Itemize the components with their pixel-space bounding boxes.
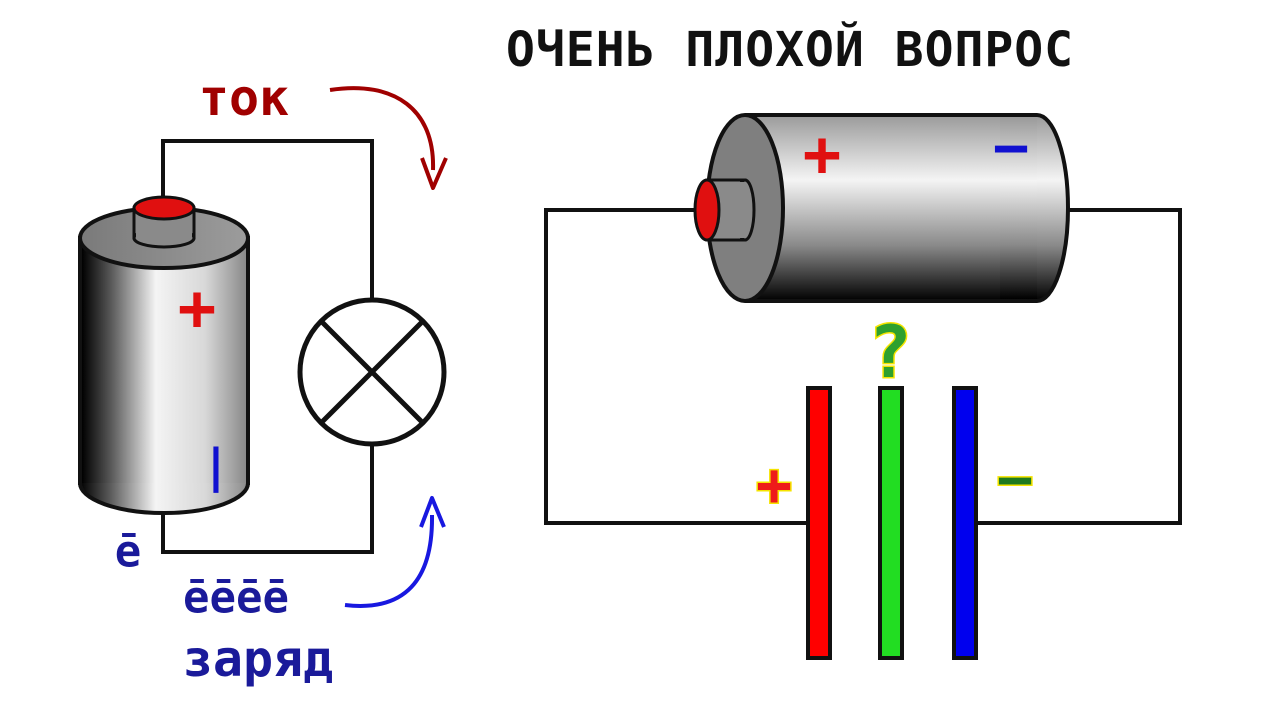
left-wire-bottom xyxy=(161,446,374,554)
plate-minus-sign: − xyxy=(997,445,1033,515)
current-arrow-icon xyxy=(329,86,436,171)
right-circuit: + − ? + − xyxy=(544,113,1182,660)
plate-green xyxy=(878,386,904,660)
right-battery-minus-sign: − xyxy=(993,113,1029,183)
charge-arrow-icon xyxy=(344,514,435,608)
left-battery-plus-sign: + xyxy=(178,272,217,346)
left-battery-icon xyxy=(78,195,250,515)
lamp-icon xyxy=(297,297,447,447)
right-battery-plus-sign: + xyxy=(803,118,842,192)
right-battery-icon xyxy=(693,113,1070,303)
page-title: ОЧЕНЬ ПЛОХОЙ ВОПРОС xyxy=(506,21,1074,78)
right-wire-right xyxy=(976,208,1182,525)
plate-blue xyxy=(952,386,978,660)
question-mark-icon: ? xyxy=(868,310,911,394)
current-arrowhead-icon xyxy=(420,157,448,190)
charge-label: заряд xyxy=(183,630,334,688)
charge-arrowhead-icon xyxy=(419,496,446,528)
left-battery-minus-sign: | xyxy=(202,439,230,494)
left-wire-top xyxy=(161,139,374,298)
current-label: ток xyxy=(199,69,289,127)
plate-plus-sign: + xyxy=(756,450,792,520)
electron-single-label: ē xyxy=(115,526,142,577)
right-wire-left xyxy=(544,208,808,525)
plate-red xyxy=(806,386,832,660)
left-circuit: + | ток ē ēēēē заряд xyxy=(78,69,448,688)
electron-row-label: ēēēē xyxy=(183,572,289,623)
